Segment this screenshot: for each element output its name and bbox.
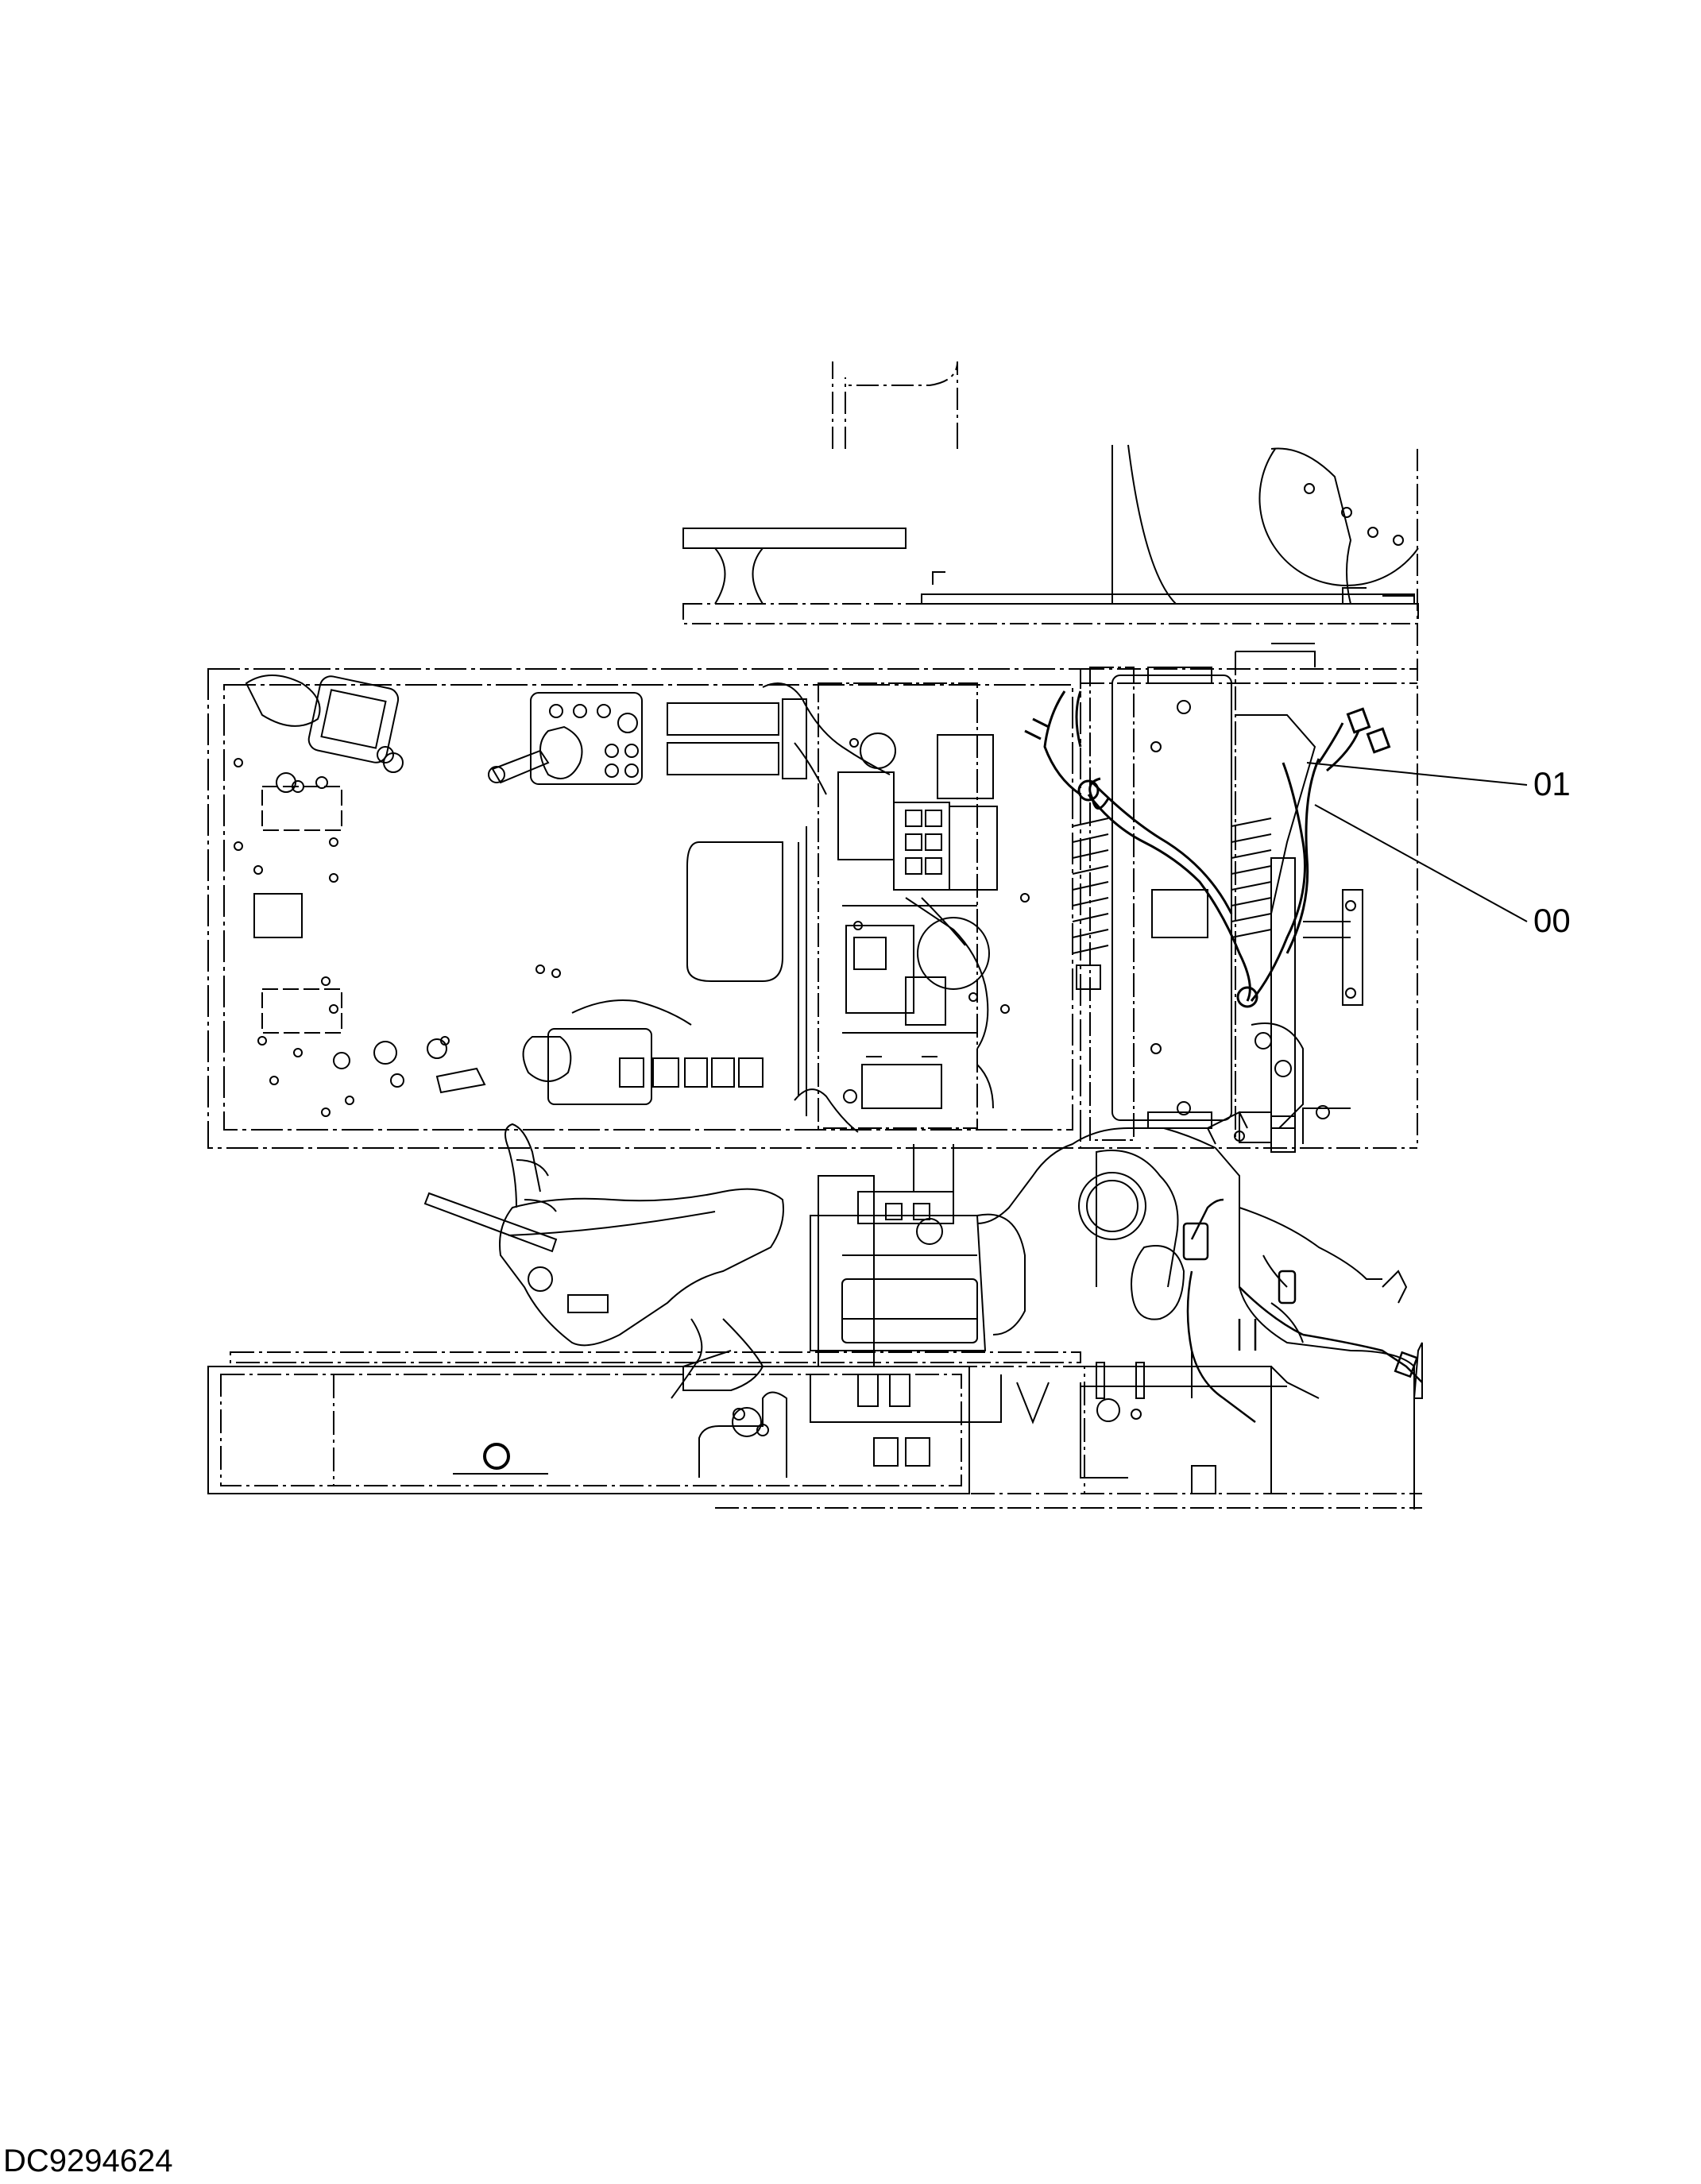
center-assembly [810,1144,1049,1466]
left-console [489,693,806,784]
side-view [208,1112,1422,1509]
right-bracket [1090,644,1363,1144]
floor-plate-cutout-2 [254,894,302,937]
operator-seat [425,1124,783,1345]
drawing-number: DC9294624 [3,2143,173,2178]
floor-plate-cutout-1 [262,787,342,830]
right-console [437,1000,763,1104]
side-harness [1184,1200,1422,1422]
leader-00 [1315,805,1527,922]
armrest-pad [687,842,783,981]
bracket-ribs [1073,818,1271,989]
center-harness [763,683,993,1132]
center-control-box [798,683,1029,1128]
swing-post [977,1112,1414,1509]
leader-01 [1307,763,1527,785]
seat-stand [671,1176,874,1398]
callout-01: 01 [1533,765,1571,802]
side-boom-outline [1414,1343,1422,1398]
floor-holes [234,753,560,1116]
under-bracket [453,1393,787,1479]
monitor [246,675,400,765]
base-frame [208,1352,1422,1508]
top-view [208,361,1527,1148]
callout-00: 00 [1533,902,1571,939]
harness-00-01 [1025,691,1390,1007]
upper-frame [833,361,1417,1144]
upper-bracket [683,528,906,548]
